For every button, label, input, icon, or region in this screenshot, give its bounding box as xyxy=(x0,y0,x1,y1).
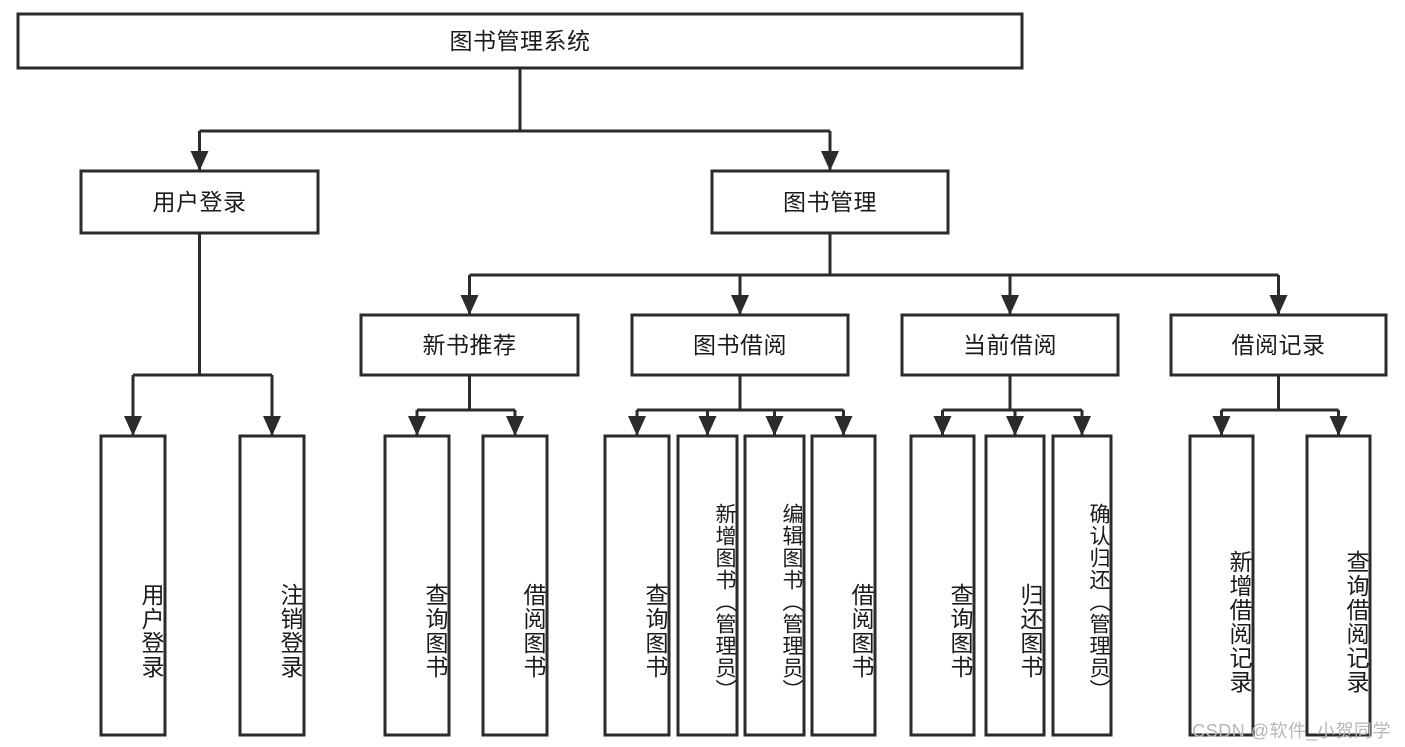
node-box-leaf-edit-book-admin[interactable] xyxy=(743,434,806,737)
node-box-leaf-borrow-book[interactable] xyxy=(810,434,877,737)
node-box-leaf-borrow-book-rec[interactable] xyxy=(481,434,549,737)
arrow-head-icon-leaf-return-book xyxy=(1006,416,1024,436)
arrow-head-icon-borrow-record xyxy=(1269,295,1288,315)
node-box-leaf-add-book-admin[interactable] xyxy=(676,434,739,737)
node-box-root[interactable] xyxy=(16,12,1024,70)
arrow-head-icon-leaf-add-borrow-record xyxy=(1212,416,1231,436)
arrow-head-icon-new-book-rec xyxy=(460,295,479,315)
node-box-leaf-user-login[interactable] xyxy=(99,434,167,737)
node-box-book-borrow[interactable] xyxy=(630,313,850,377)
arrow-head-icon-leaf-user-logout xyxy=(263,416,281,436)
arrow-head-icon-leaf-borrow-book-rec xyxy=(506,416,524,436)
node-box-user-login[interactable] xyxy=(79,169,320,235)
arrow-head-icon-book-manage xyxy=(821,151,839,171)
node-box-leaf-confirm-return-admin[interactable] xyxy=(1051,434,1113,737)
arrow-head-icon-leaf-borrow-book xyxy=(834,416,853,436)
arrow-head-icon-leaf-confirm-return-admin xyxy=(1073,416,1091,436)
arrow-head-icon-leaf-add-book-admin xyxy=(698,416,717,436)
watermark-text: CSDN @软件_小贺同学 xyxy=(1192,721,1391,741)
node-box-leaf-query-book-rec[interactable] xyxy=(383,434,451,737)
arrow-head-icon-leaf-query-borrow-record xyxy=(1329,416,1348,436)
node-box-borrow-record[interactable] xyxy=(1169,313,1388,377)
arrow-head-icon-leaf-query-book-rec xyxy=(408,416,426,436)
node-box-leaf-query-borrow-record[interactable] xyxy=(1305,434,1372,737)
node-box-leaf-add-borrow-record[interactable] xyxy=(1188,434,1255,737)
arrow-head-icon-leaf-query-book-cur xyxy=(933,416,952,436)
arrow-head-icon-book-borrow xyxy=(731,295,749,315)
node-box-book-manage[interactable] xyxy=(710,169,950,235)
connector-layer xyxy=(124,68,1348,436)
node-box-layer xyxy=(16,12,1388,737)
arrow-head-icon-leaf-edit-book-admin xyxy=(765,416,784,436)
arrow-head-icon-user-login xyxy=(190,151,209,171)
node-box-leaf-user-logout[interactable] xyxy=(238,434,306,737)
node-box-current-borrow[interactable] xyxy=(900,313,1120,377)
arrow-head-icon-leaf-user-login xyxy=(124,416,142,436)
node-box-leaf-query-book-cur[interactable] xyxy=(909,434,976,737)
node-box-leaf-return-book[interactable] xyxy=(984,434,1046,737)
node-box-leaf-query-book-borrow[interactable] xyxy=(603,434,671,737)
node-box-new-book-rec[interactable] xyxy=(359,313,580,377)
arrow-head-icon-current-borrow xyxy=(1001,295,1019,315)
arrow-head-icon-leaf-query-book-borrow xyxy=(628,416,646,436)
